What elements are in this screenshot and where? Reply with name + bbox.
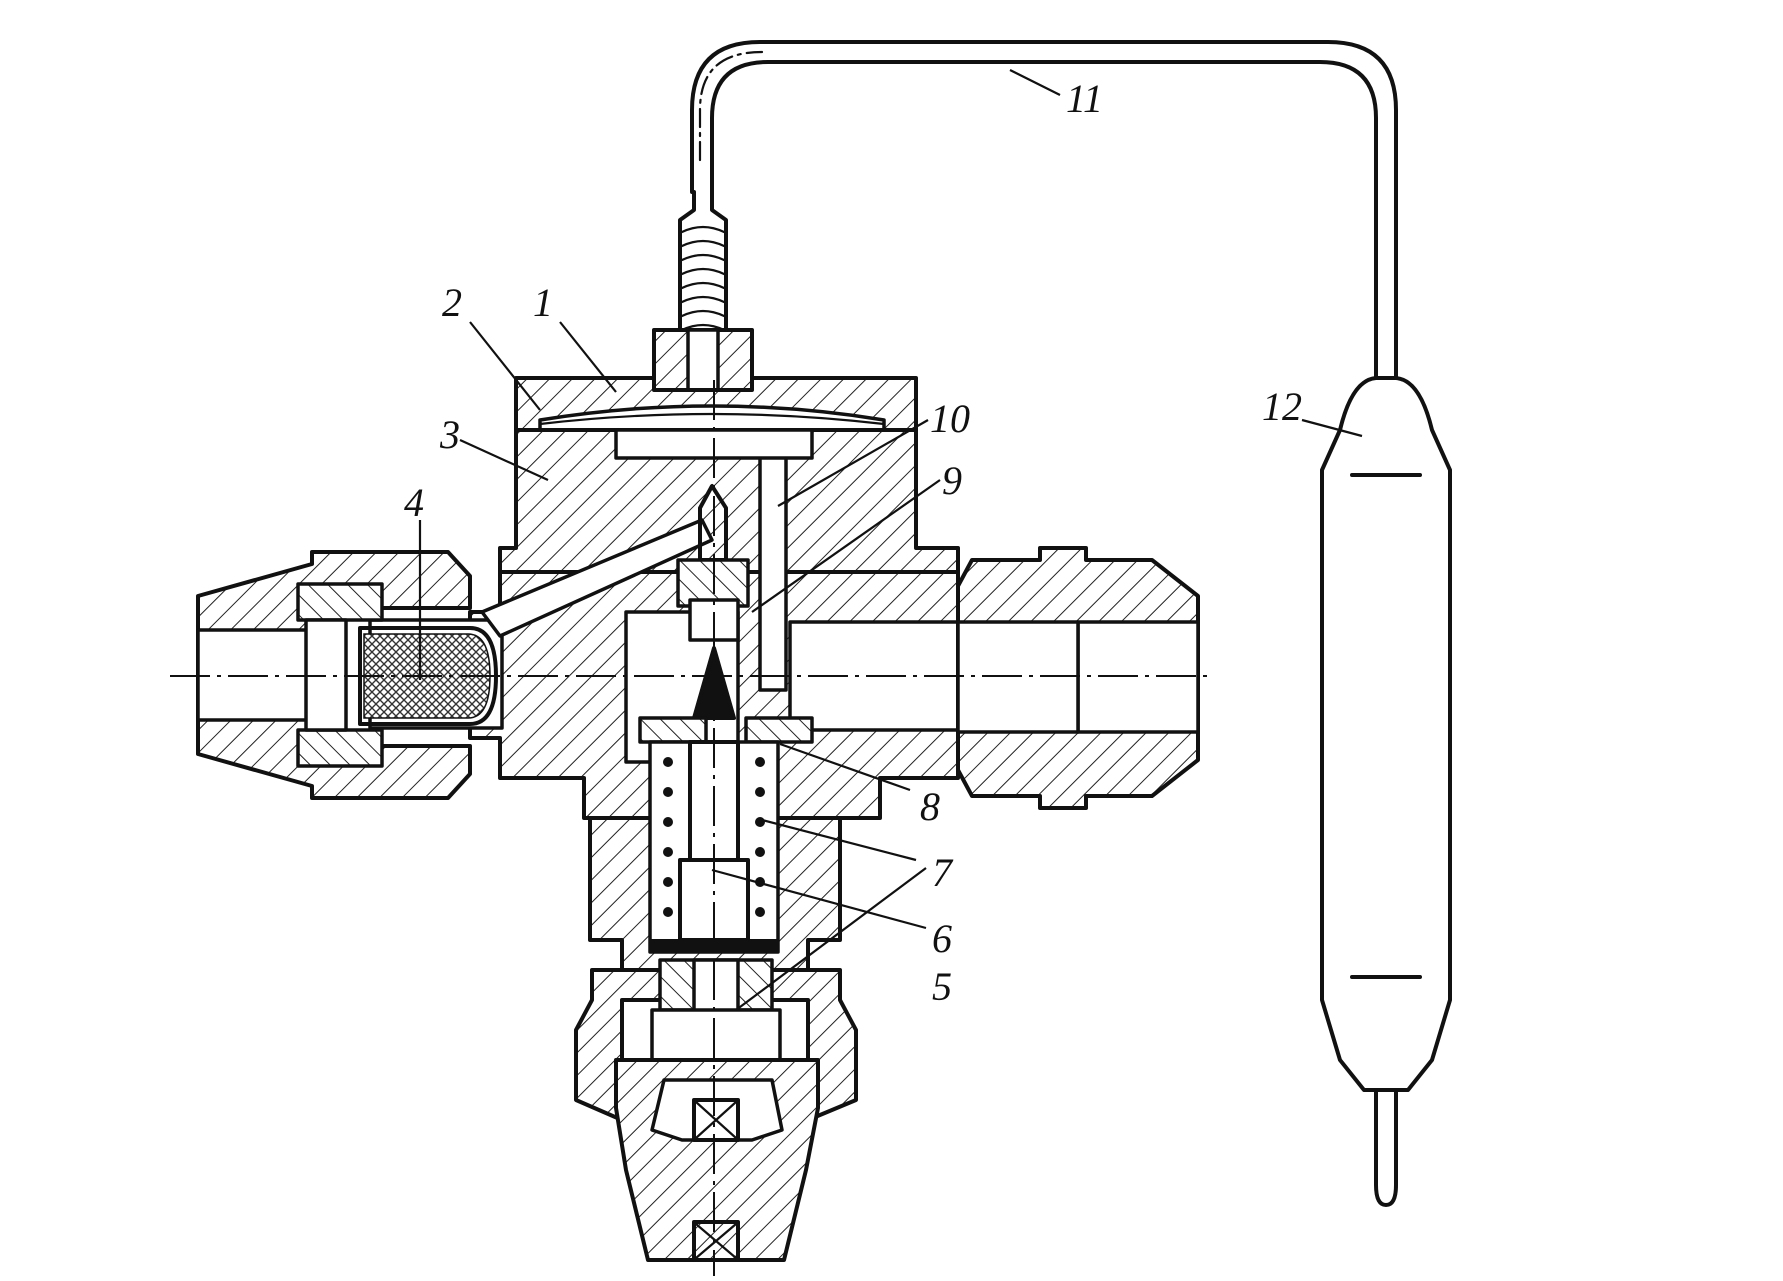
valve-cap: [614, 1058, 820, 1262]
capillary-connector: [652, 190, 754, 392]
capillary-tube: [690, 40, 1398, 380]
part-labels: 1 2 3 4 5 6 7 8 9 10 11 12: [404, 76, 1302, 1009]
label-4: 4: [404, 480, 424, 525]
outlet-fitting: [956, 546, 1200, 810]
label-8: 8: [920, 784, 940, 829]
label-11: 11: [1066, 76, 1103, 121]
label-6: 6: [932, 916, 952, 961]
label-12: 12: [1262, 384, 1302, 429]
inlet-fitting: [196, 550, 498, 800]
label-9: 9: [942, 458, 962, 503]
label-7: 7: [932, 850, 954, 895]
leader-lines: [418, 69, 1363, 1011]
label-2: 2: [442, 280, 462, 325]
center-axes: [170, 380, 1210, 1276]
label-5: 5: [932, 964, 952, 1009]
label-1: 1: [533, 280, 553, 325]
label-3: 3: [439, 412, 460, 457]
adjusting-nut: [574, 958, 858, 1122]
label-10: 10: [930, 396, 970, 441]
thermal-bulb: [1320, 376, 1452, 1207]
